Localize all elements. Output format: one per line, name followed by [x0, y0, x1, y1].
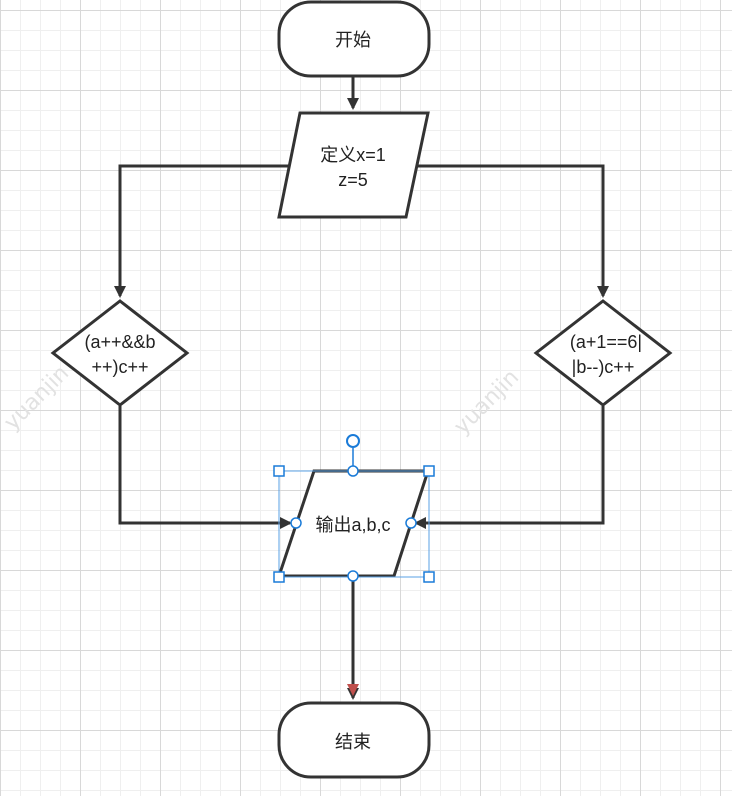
connection-point-bottom[interactable] — [347, 570, 359, 582]
left-condition-line2: ++)c++ — [91, 357, 148, 377]
left-condition-decision[interactable]: (a++&&b ++)c++ — [50, 299, 190, 407]
connection-point-top[interactable] — [347, 465, 359, 477]
connector-end-arrow-highlight — [347, 684, 359, 696]
left-condition-line1: (a++&&b — [84, 332, 155, 352]
end-label: 结束 — [335, 732, 371, 752]
right-condition-decision[interactable]: (a+1==6| |b--)c++ — [533, 299, 673, 407]
define-io-node[interactable]: 定义x=1 z=5 — [277, 111, 430, 219]
start-terminator[interactable]: 开始 — [277, 0, 431, 78]
resize-handle-top-left[interactable] — [273, 465, 285, 477]
right-condition-line1: (a+1==6| — [570, 332, 642, 352]
watermark-center: yuanjin — [449, 365, 524, 440]
connector-define-to-left-cond[interactable] — [114, 164, 293, 298]
right-condition-line2: |b--)c++ — [572, 357, 635, 377]
connector-right-cond-to-output[interactable] — [414, 406, 605, 529]
resize-handle-bottom-left[interactable] — [273, 571, 285, 583]
output-io-node[interactable]: 输出a,b,c — [276, 469, 431, 578]
rotate-handle[interactable] — [346, 434, 360, 448]
resize-handle-top-right[interactable] — [423, 465, 435, 477]
connector-define-to-right-cond[interactable] — [410, 164, 609, 298]
resize-handle-bottom-right[interactable] — [423, 571, 435, 583]
start-label: 开始 — [335, 30, 371, 50]
output-label: 输出a,b,c — [315, 515, 390, 535]
connection-point-right[interactable] — [405, 517, 417, 529]
connector-left-cond-to-output[interactable] — [118, 406, 292, 529]
define-label-line2: z=5 — [338, 170, 368, 190]
define-label-line1: 定义x=1 — [320, 145, 386, 165]
watermark-left: yuanjin — [0, 361, 74, 436]
connection-point-left[interactable] — [290, 517, 302, 529]
end-terminator[interactable]: 结束 — [277, 701, 431, 779]
